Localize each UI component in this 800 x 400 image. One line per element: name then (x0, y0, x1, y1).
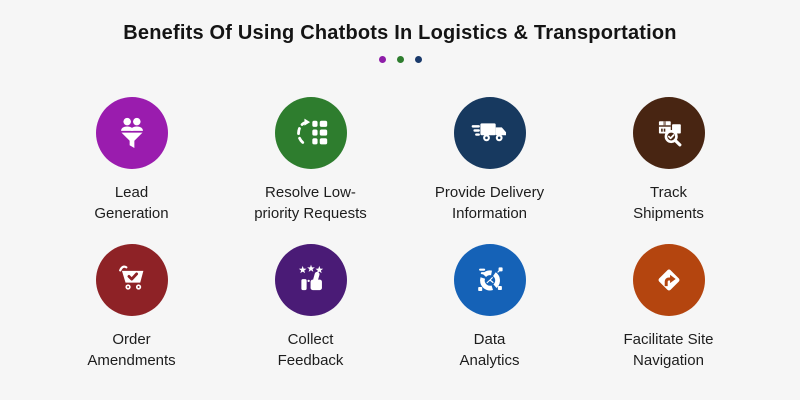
benefit-label: Resolve Low- priority Requests (254, 184, 367, 222)
benefit-circle (453, 97, 526, 169)
purple-dot (378, 56, 386, 63)
benefit-label: Collect Feedback (277, 331, 344, 369)
green-dot (396, 56, 404, 63)
benefits-grid: Lead Generation Resolve (42, 97, 758, 371)
benefit-circle (632, 244, 705, 316)
benefit-item-track-shipments: Track Shipments (579, 97, 758, 224)
thumbs-up-stars-icon (298, 264, 323, 291)
package-search-icon (658, 121, 681, 147)
benefit-item-lead-generation: Lead Generation (42, 97, 221, 224)
page-title: Benefits Of Using Chatbots In Logistics … (123, 22, 677, 44)
benefit-label: Provide Delivery Information (434, 184, 545, 222)
benefit-item-resolve-low-priority: Resolve Low- priority Requests (221, 97, 400, 224)
turn-right-sign-icon (658, 269, 679, 291)
benefit-label: Facilitate Site Navigation (623, 331, 714, 369)
benefit-item-order-amendments: Order Amendments (42, 244, 221, 371)
benefit-item-site-navigation: Facilitate Site Navigation (579, 244, 758, 371)
donut-chart-icon (477, 267, 503, 292)
delivery-truck-icon (471, 123, 506, 142)
benefit-circle (274, 244, 347, 316)
recurring-requests-icon (296, 118, 327, 146)
benefit-circle (453, 244, 526, 316)
benefit-item-collect-feedback: Collect Feedback (221, 244, 400, 371)
benefit-label: Track Shipments (633, 184, 704, 222)
benefit-circle (95, 97, 168, 169)
benefit-item-delivery-information: Provide Delivery Information (400, 97, 579, 224)
benefit-circle (632, 97, 705, 169)
benefit-circle (95, 244, 168, 316)
benefit-circle (274, 97, 347, 169)
benefit-item-data-analytics: Data Analytics (400, 244, 579, 371)
lead-generation-funnel-icon (120, 117, 143, 149)
infographic: Benefits Of Using Chatbots In Logistics … (0, 20, 800, 400)
divider-dots (0, 56, 800, 63)
benefit-label: Data Analytics (459, 331, 520, 369)
benefit-label: Order Amendments (87, 331, 176, 369)
benefit-label: Lead Generation (94, 184, 169, 222)
cart-check-icon (118, 265, 143, 290)
navy-dot (414, 56, 422, 63)
